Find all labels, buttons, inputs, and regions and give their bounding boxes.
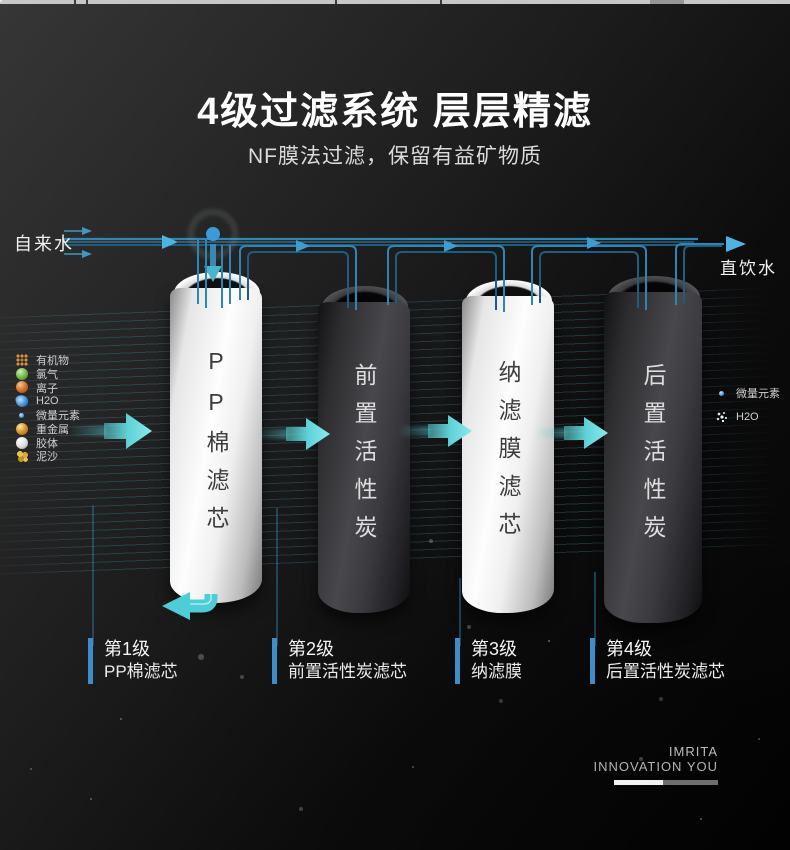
cartridge-label: PP棉滤芯 [203,347,229,544]
cartridge-body: 后置活性炭 [604,292,702,623]
pipe-arrowhead [162,235,178,249]
legend-item: 重金属 [16,422,80,436]
legend-label: 泥沙 [36,451,58,464]
stage-caption-2: 第2级 前置活性炭滤芯 [272,638,407,684]
water-crystal-icon [14,393,30,409]
strip-tick [86,0,88,4]
legend-label: 胶体 [36,437,58,450]
legend-item: 泥沙 [16,450,80,464]
strip-tick [440,0,442,4]
legend-item: 微量元素 [16,408,80,422]
caption-bar [590,638,595,684]
cartridge-label: 前置活性炭 [351,362,377,553]
legend-item: H2O [14,393,80,409]
legend-label: H2O [36,395,59,408]
output-legend: 微量元素 H2O [716,381,780,429]
trace-element-dot-icon [719,390,724,396]
top-strip [0,0,790,4]
legend-label: 微量元素 [36,410,80,423]
strip-tick [74,0,76,4]
pipe-arrowheads [296,237,601,252]
filter-cartridge-pre-carbon: 前置活性炭 [318,286,410,613]
stage-caption-4: 第4级 后置活性炭滤芯 [590,638,725,684]
brand-rule [614,780,718,785]
legend-label: 离子 [36,382,58,395]
stage-number: 第4级 [606,639,653,659]
background-particles [0,0,2,2]
cartridge-body: 纳滤膜滤芯 [462,296,554,613]
stage-name: 前置活性炭滤芯 [288,662,407,681]
legend-item: 有机物 [16,353,80,367]
strip-shade [650,0,684,4]
legend-item: H2O [716,405,780,429]
chlorine-sphere-icon [16,367,28,380]
stage-number: 第2级 [288,639,335,659]
strip-tick [335,0,337,4]
stage-caption-1: 第1级 PP棉滤芯 [88,638,178,684]
legend-item: 微量元素 [716,381,780,405]
main-pipe-lines [62,237,698,246]
legend-item: 胶体 [16,436,80,450]
filter-cartridge-pp-cotton: PP棉滤芯 [170,272,262,603]
water-molecule-icon [716,411,728,423]
filter-cartridge-post-carbon: 后置活性炭 [604,276,702,623]
stage-number: 第1级 [104,639,151,659]
legend-label: 重金属 [36,423,69,436]
page-title: 4级过滤系统 层层精滤 [197,91,593,133]
legend-label: H2O [736,411,759,423]
stage-name: 后置活性炭滤芯 [606,662,725,681]
cartridge-body: PP棉滤芯 [170,288,262,603]
cartridge-label: 纳滤膜滤芯 [495,359,521,550]
heavy-metal-sphere-icon [16,422,28,435]
legend-item: 氯气 [16,367,80,381]
trace-element-dot-icon [19,412,24,418]
brand-logo: IMRITA INNOVATION YOU [593,744,718,785]
ion-sphere-icon [16,381,28,394]
caption-bar [455,638,460,684]
legend-label: 有机物 [36,354,69,367]
organic-grid-icon [16,353,28,366]
contaminant-legend: 有机物 氯气 离子 H2O 微量元素 重金属 胶体 泥沙 [14,353,80,464]
colloid-sphere-icon [16,436,28,449]
stage-number: 第3级 [471,639,518,659]
tap-water-label: 自来水 [14,234,74,254]
page-subtitle: NF膜法过滤，保留有益矿物质 [248,145,542,168]
caption-bar [272,638,277,684]
brand-tagline: INNOVATION YOU [593,759,718,774]
legend-label: 氯气 [36,368,58,381]
filter-cartridge-nf-membrane: 纳滤膜滤芯 [462,280,554,613]
stage-name: PP棉滤芯 [104,662,178,681]
drinking-water-label: 直饮水 [720,259,777,278]
stage-name: 纳滤膜 [471,662,522,681]
brand-name: IMRITA [668,744,718,759]
cartridge-body: 前置活性炭 [318,302,410,613]
outflow-arrowhead [726,236,746,252]
legend-label: 微量元素 [736,388,780,400]
sediment-cluster-icon [16,450,28,463]
cartridge-label: 后置活性炭 [640,362,666,553]
stage-caption-3: 第3级 纳滤膜 [455,638,522,684]
legend-item: 离子 [16,381,80,395]
caption-bar [88,638,93,684]
